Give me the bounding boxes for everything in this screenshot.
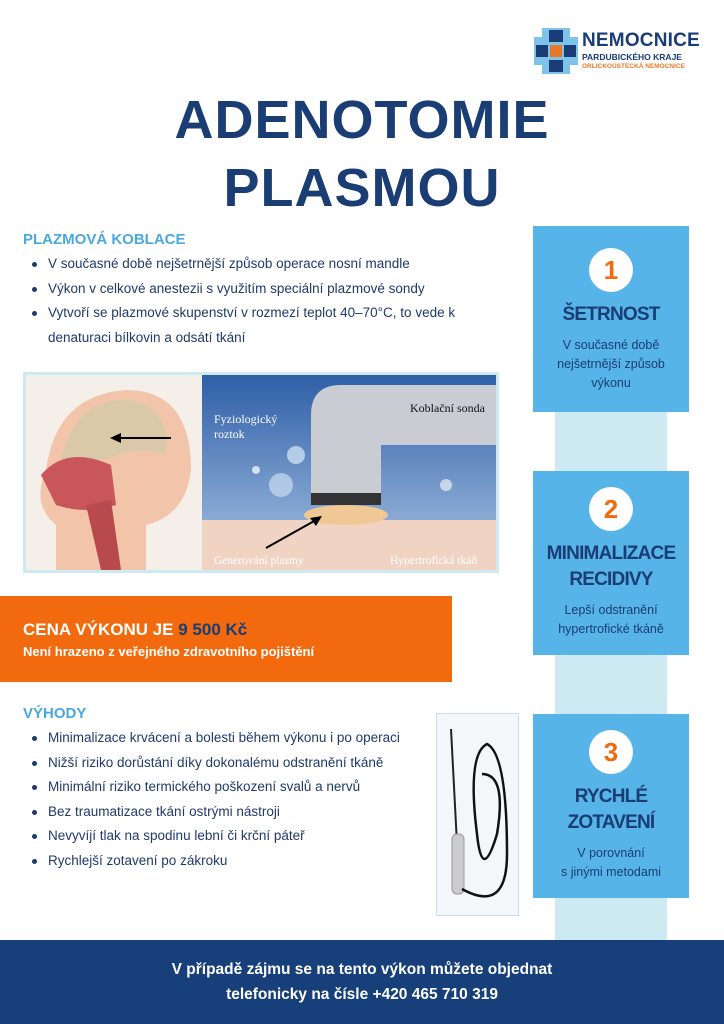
contact-footer: V případě zájmu se na tento výkon můžete… [0,940,724,1024]
list-item: Minimální riziko termického poškození sv… [23,775,438,800]
logo-cross-icon [534,28,578,74]
logo-subtitle: PARDUBICKÉHO KRAJE [582,52,682,62]
card-number: 3 [589,730,633,774]
card-number: 1 [589,248,633,292]
list-item: Výkon v celkové anestezii s využitím spe… [23,277,493,302]
title-line-2: PLASMOU [223,158,501,218]
card-title: ŠETRNOST [562,304,660,325]
label-probe: Koblační sonda [410,401,485,415]
page-title: ADENOTOMIE PLASMOU [0,86,724,222]
title-line-1: ADENOTOMIE [174,90,550,150]
probe-product-photo [436,713,519,916]
list-item: V současné době nejšetrnější způsob oper… [23,252,493,277]
list-item: Rychlejší zotavení po zákroku [23,849,438,874]
koblace-heading: PLAZMOVÁ KOBLACE [23,231,186,248]
price-banner: CENA VÝKONU JE 9 500 Kč Není hrazeno z v… [0,596,452,682]
price-amount: 9 500 Kč [178,620,248,639]
hospital-logo: NEMOCNICE PARDUBICKÉHO KRAJE ORLICKOÚSTE… [534,28,724,78]
footer-line-1: V případě zájmu se na tento výkon můžete… [171,961,553,978]
advantages-section: VÝHODY Minimalizace krvácení a bolesti b… [23,705,438,873]
price-text: CENA VÝKONU JE 9 500 Kč [23,620,248,639]
list-item: Vytvoří se plazmové skupenství v rozmezí… [23,301,493,350]
label-plasma: Generování plasmy [214,555,304,567]
card-number: 2 [589,487,633,531]
koblace-section: PLAZMOVÁ KOBLACE V současné době nejšetr… [23,231,493,350]
logo-hospital: ORLICKOÚSTECKÁ NEMOCNICE [582,63,685,70]
price-note: Není hrazeno z veřejného zdravotního poj… [23,644,315,659]
footer-phone: telefonicky na čísle +420 465 710 319 [226,986,498,1003]
list-item: Nižší riziko dorůstání díky dokonalému o… [23,751,438,776]
label-tissue: Hypertrofická tkáň [390,555,478,567]
probe-graphic [450,728,509,898]
illustration-graphic [40,375,496,570]
list-item: Bez traumatizace tkání ostrými nástroji [23,800,438,825]
list-item: Nevyvíjí tlak na spodinu lební či krční … [23,824,438,849]
list-item: Minimalizace krvácení a bolesti během vý… [23,726,438,751]
advantages-heading: VÝHODY [23,705,87,722]
logo-name: NEMOCNICE [582,30,700,51]
